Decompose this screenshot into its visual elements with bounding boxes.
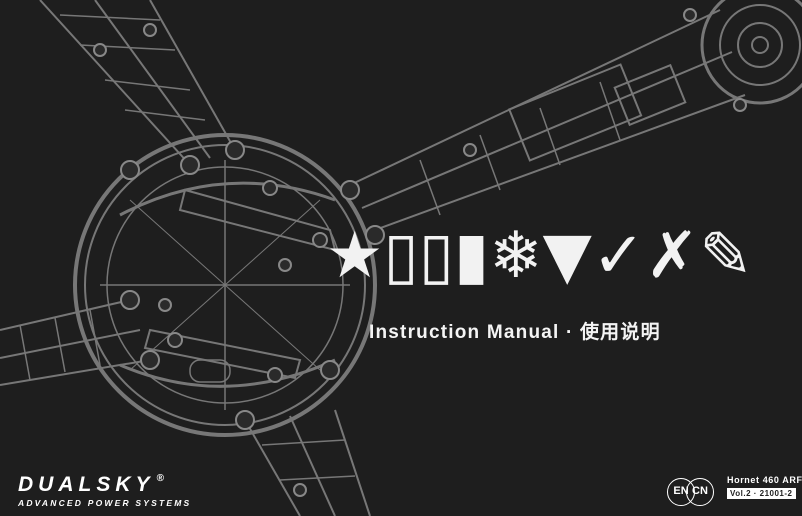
brand-logo: DUALSKY® ADVANCED POWER SYSTEMS bbox=[18, 473, 192, 509]
version-label: Vol.2 · 21001-2 bbox=[727, 488, 796, 499]
brand-tagline: ADVANCED POWER SYSTEMS bbox=[18, 498, 192, 508]
brand-name-row: DUALSKY® bbox=[18, 473, 191, 496]
language-badge-cn: CN bbox=[686, 478, 714, 506]
brand-name: DUALSKY bbox=[18, 473, 155, 496]
title-symbol-glyphs: ★▯▯▮❄▼✓✗✎ bbox=[326, 219, 753, 293]
model-name: Hornet 460 ARF bbox=[727, 475, 802, 485]
registered-mark: ® bbox=[156, 473, 164, 484]
manual-subtitle: Instruction Manual · 使用说明 bbox=[369, 322, 661, 343]
